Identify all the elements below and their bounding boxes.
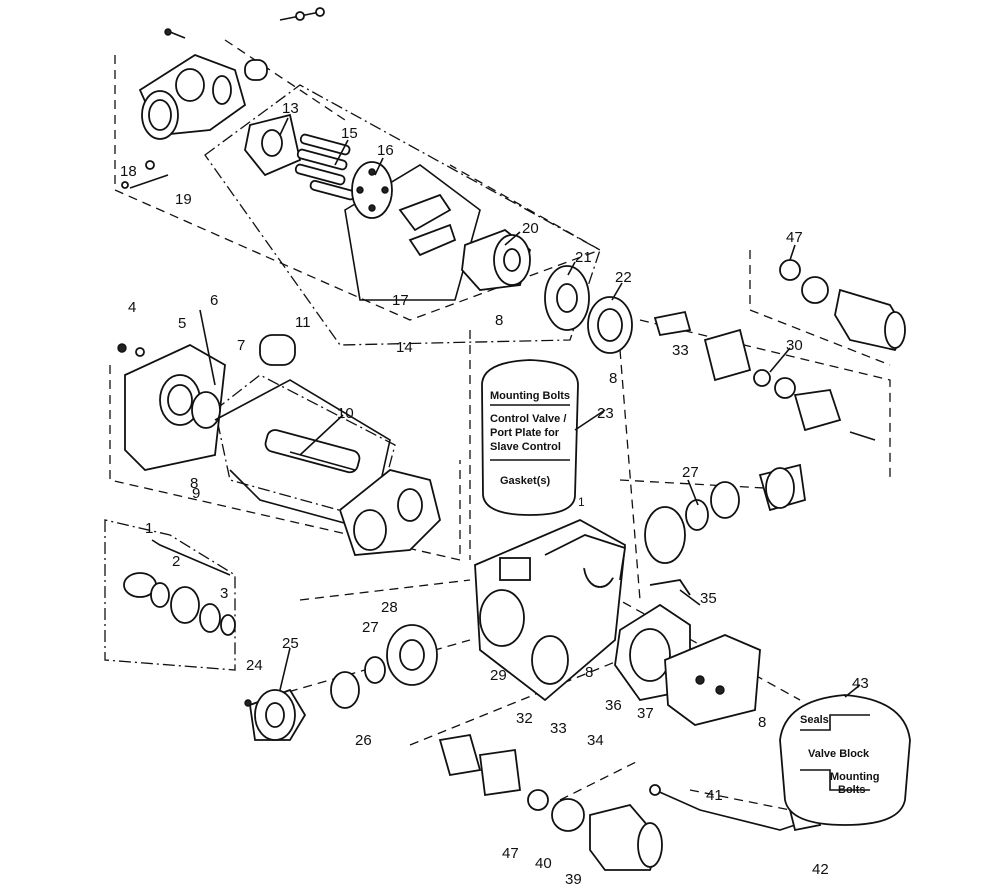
- callout-37: 37: [637, 705, 654, 722]
- callout-43: 43: [852, 675, 869, 692]
- box43-line2: Valve Block: [808, 748, 870, 760]
- callout-6: 6: [210, 292, 218, 309]
- callout-28: 28: [381, 599, 398, 616]
- box23-line3: Port Plate for: [490, 427, 560, 439]
- callout-33b: 33: [672, 342, 689, 359]
- shaft-assembly: [117, 334, 391, 531]
- rotating-group: [244, 113, 633, 354]
- callout-39: 39: [565, 871, 582, 888]
- callout-8a: 8: [495, 312, 503, 329]
- callout-40: 40: [535, 855, 552, 872]
- callout-33: 33: [550, 720, 567, 737]
- callout-29: 29: [490, 667, 507, 684]
- callout-22: 22: [615, 269, 632, 286]
- callout-5: 5: [178, 315, 186, 332]
- callout-47: 47: [786, 229, 803, 246]
- callout-47b: 47: [502, 845, 519, 862]
- callout-8d: 8: [585, 664, 593, 681]
- callout-1: 1: [145, 520, 153, 537]
- callout-26: 26: [355, 732, 372, 749]
- callout-labels: 1 2 3 4 5 6 7 8 8 8 8 8 8 9 10 11 13 14 …: [120, 100, 869, 888]
- callout-14: 14: [396, 339, 413, 356]
- callout-20: 20: [522, 220, 539, 237]
- callout-42: 42: [812, 861, 829, 878]
- callout-15: 15: [341, 125, 358, 142]
- callout-8b: 8: [190, 475, 198, 492]
- right-components: [614, 259, 907, 726]
- callout-27: 27: [362, 619, 379, 636]
- bottom-components: [438, 733, 822, 871]
- callout-34: 34: [587, 732, 604, 749]
- callout-13: 13: [282, 100, 299, 117]
- callout-2: 2: [172, 553, 180, 570]
- box23-line1: Mounting Bolts: [490, 390, 570, 402]
- callout-21: 21: [575, 249, 592, 266]
- box43-line1: Seals: [800, 714, 829, 726]
- callout-23: 23: [597, 405, 614, 422]
- box23-line2: Control Valve /: [490, 413, 566, 425]
- callout-32: 32: [516, 710, 533, 727]
- callout-7: 7: [237, 337, 245, 354]
- box43-line4: Bolts: [838, 784, 866, 796]
- box43-line3: Mounting: [830, 771, 879, 783]
- callout-8c: 8: [609, 370, 617, 387]
- callout-19: 19: [175, 191, 192, 208]
- callout-24: 24: [246, 657, 263, 674]
- callout-35: 35: [700, 590, 717, 607]
- callout-25: 25: [282, 635, 299, 652]
- main-housing: [338, 469, 627, 702]
- end-housing-top: [121, 7, 325, 189]
- callout-36: 36: [605, 697, 622, 714]
- callout-27b: 27: [682, 464, 699, 481]
- box23-line5: Gasket(s): [500, 475, 550, 487]
- callout-16: 16: [377, 142, 394, 159]
- callout-41: 41: [706, 787, 723, 804]
- callout-17: 17: [392, 292, 409, 309]
- callout-8e: 8: [758, 714, 766, 731]
- callout-3: 3: [220, 585, 228, 602]
- callout-11: 11: [295, 314, 311, 331]
- callout-4: 4: [128, 299, 136, 316]
- callout-10: 10: [337, 405, 354, 422]
- group-outlines: [104, 39, 891, 811]
- lower-left-components: [123, 572, 438, 741]
- leader-lines: [129, 117, 861, 698]
- callout-18: 18: [120, 163, 137, 180]
- callout-1b: 1: [578, 495, 585, 509]
- label-box-23: Mounting Bolts Control Valve / Port Plat…: [481, 359, 606, 516]
- box23-line4: Slave Control: [490, 441, 561, 453]
- label-box-43: Seals Valve Block Mounting Bolts: [779, 694, 911, 826]
- callout-9: 9: [192, 485, 200, 502]
- callout-30: 30: [786, 337, 803, 354]
